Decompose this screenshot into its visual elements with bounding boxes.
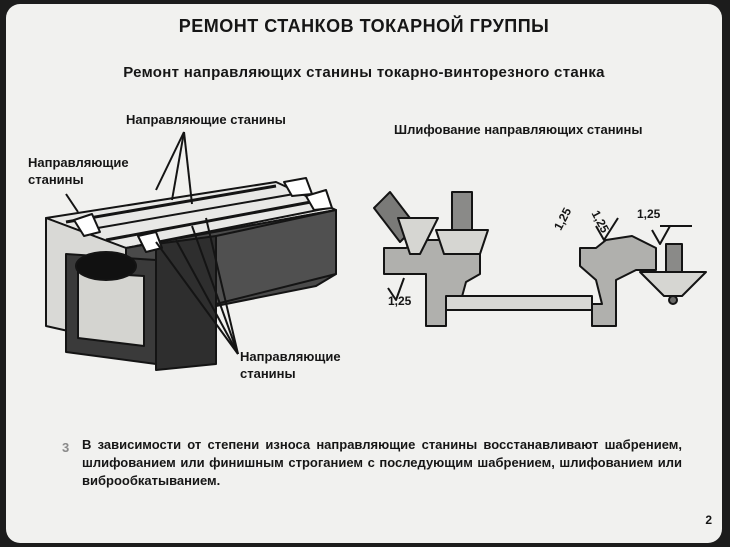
caption-grinding: Шлифование направляющих станины: [394, 122, 643, 137]
slide: РЕМОНТ СТАНКОВ ТОКАРНОЙ ГРУППЫ Ремонт на…: [6, 4, 722, 543]
label-guideways-bottom: Направляющие станины: [240, 349, 341, 381]
slide-title: РЕМОНТ СТАНКОВ ТОКАРНОЙ ГРУППЫ: [178, 16, 550, 36]
label-guideways-top: Направляющие станины: [126, 112, 286, 127]
roughness-mark: 1,25: [388, 294, 412, 308]
label-guideways-left: Направляющие станины: [28, 155, 129, 187]
slide-subtitle: Ремонт направляющих станины токарно-винт…: [123, 64, 605, 81]
body-paragraph: В зависимости от степени износа направля…: [82, 437, 682, 488]
paragraph-bullet: 3: [62, 440, 70, 455]
page-number: 2: [705, 513, 712, 527]
lathe-bed-drawing: [45, 131, 707, 371]
roughness-mark: 1,25: [637, 207, 661, 221]
